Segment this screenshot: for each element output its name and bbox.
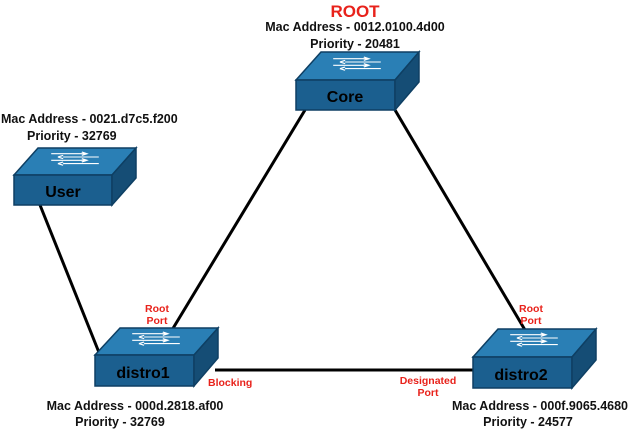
distro2-mac-address: Mac Address - 000f.9065.4680 bbox=[451, 399, 629, 413]
core-priority: Priority - 20481 bbox=[310, 37, 400, 51]
link-user-distro1 bbox=[38, 204, 102, 356]
core-mac-address: Mac Address - 0012.0100.4d00 bbox=[265, 20, 445, 34]
switch-distro2-name: distro2 bbox=[494, 367, 547, 384]
distro1-mac-address: Mac Address - 000d.2818.af00 bbox=[46, 399, 224, 413]
distro2-root-port-label: Root Port bbox=[519, 303, 543, 327]
switch-core[interactable] bbox=[294, 49, 421, 113]
switch-distro2[interactable] bbox=[471, 326, 598, 391]
switch-user-name: User bbox=[45, 184, 81, 201]
link-core-distro2 bbox=[393, 109, 527, 331]
user-mac-address: Mac Address - 0021.d7c5.f200 bbox=[1, 112, 178, 126]
link-core-distro1 bbox=[170, 109, 307, 331]
distro1-priority: Priority - 32769 bbox=[75, 415, 165, 429]
switch-user[interactable] bbox=[12, 146, 138, 207]
switch-distro1-name: distro1 bbox=[116, 365, 169, 382]
distro2-priority: Priority - 24577 bbox=[483, 415, 573, 429]
switch-core-name: Core bbox=[327, 89, 364, 106]
user-priority: Priority - 32769 bbox=[27, 129, 117, 143]
root-label: ROOT bbox=[330, 2, 380, 21]
blocking-label: Blocking bbox=[208, 377, 253, 389]
designated-port-label: Designated Port bbox=[399, 375, 457, 399]
distro1-root-port-label: Root Port bbox=[145, 303, 169, 327]
switch-distro1[interactable] bbox=[93, 326, 220, 389]
